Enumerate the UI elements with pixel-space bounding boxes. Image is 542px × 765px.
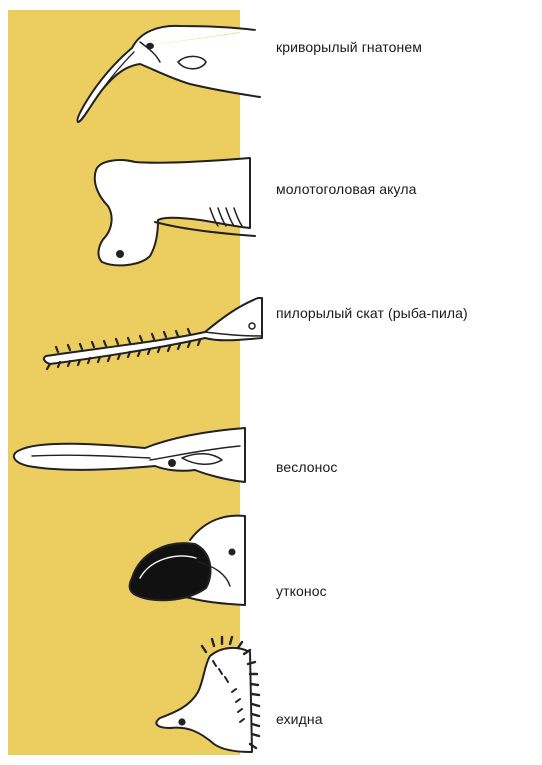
paddlefish-icon bbox=[14, 428, 245, 482]
label-paddlefish: веслонос bbox=[276, 459, 338, 475]
label-sawfish: пилорылый скат (рыба-пила) bbox=[276, 305, 468, 321]
label-hammerhead-shark: молотоголовая акула bbox=[276, 181, 417, 197]
sawfish-icon bbox=[44, 298, 262, 369]
hammerhead-shark-icon bbox=[95, 158, 255, 265]
crooked-beak-gnathonemus-icon bbox=[77, 26, 260, 122]
echidna-icon bbox=[156, 637, 259, 752]
label-gnathonemus: криворылый гнатонем bbox=[276, 39, 422, 55]
label-echidna: ехидна bbox=[276, 711, 323, 727]
label-platypus: утконос bbox=[276, 583, 327, 599]
platypus-icon bbox=[130, 516, 245, 605]
